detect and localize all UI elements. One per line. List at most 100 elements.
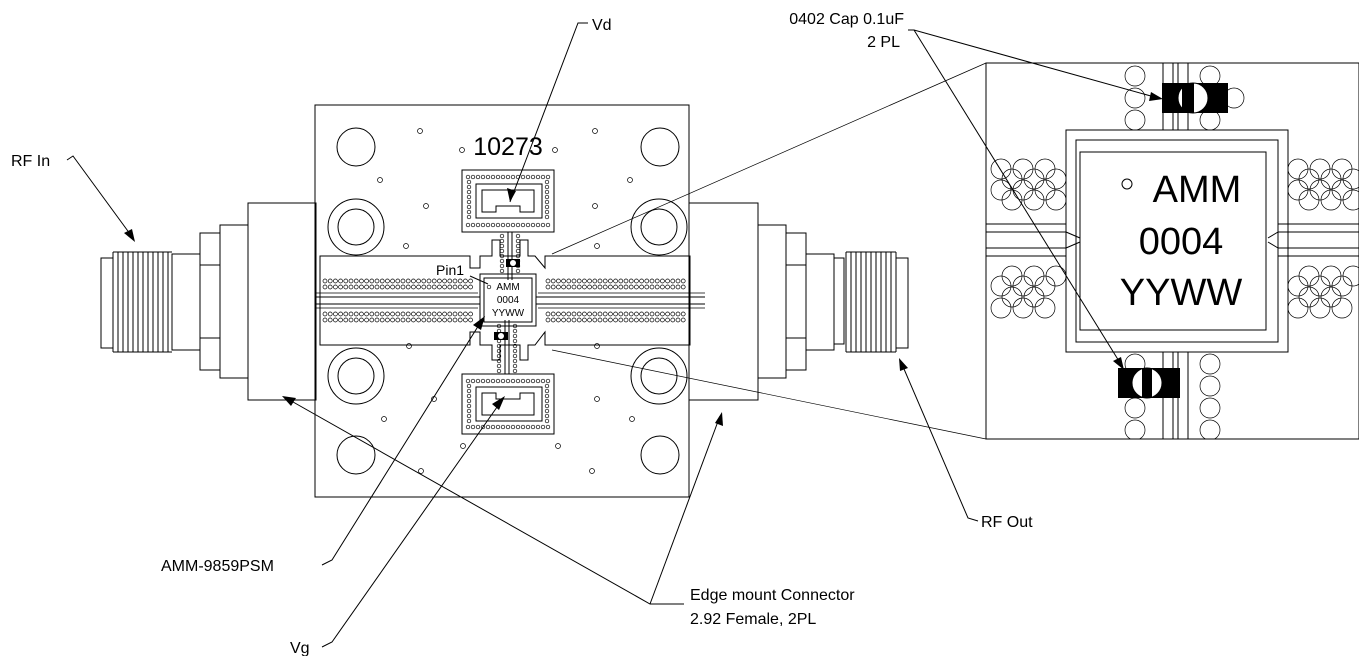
detail-via (1045, 265, 1067, 287)
detail-via (1331, 275, 1353, 297)
via (499, 268, 505, 274)
via (369, 284, 375, 290)
via (540, 378, 546, 384)
via (390, 317, 395, 323)
detail-via (990, 158, 1012, 180)
via (327, 311, 333, 317)
via (400, 284, 406, 290)
via (333, 311, 338, 317)
via (544, 398, 550, 404)
connector-tab (785, 232, 807, 266)
via (369, 317, 375, 323)
via (359, 317, 364, 323)
leader-lines (66, 22, 1163, 648)
vd-pad-vias (465, 174, 551, 228)
via (395, 284, 401, 290)
via (680, 278, 686, 284)
via (654, 311, 660, 317)
via (515, 268, 521, 274)
via (545, 278, 551, 284)
via (500, 174, 506, 180)
via (510, 222, 516, 228)
detail-via (1298, 286, 1320, 308)
via (496, 348, 502, 354)
detail-via (1124, 397, 1146, 419)
via (592, 278, 598, 284)
detail-chip-line3: YYWW (1120, 272, 1243, 314)
via (515, 253, 521, 259)
via (466, 408, 472, 414)
via (525, 378, 531, 384)
via (512, 348, 518, 354)
via (544, 214, 550, 220)
via (544, 408, 550, 414)
right-connector (688, 202, 909, 401)
connector-neck (171, 253, 201, 351)
detail-projection-line (551, 349, 987, 440)
via (395, 317, 401, 323)
via (566, 317, 572, 323)
screw-hole-inner (337, 357, 375, 395)
via (480, 424, 486, 430)
connector-body (219, 224, 249, 379)
detail-via (1298, 168, 1320, 190)
via (530, 424, 536, 430)
via (374, 311, 380, 317)
via (485, 222, 491, 228)
via (556, 317, 561, 323)
rf-in-label: RF In (11, 153, 50, 170)
via (390, 284, 395, 290)
via (426, 278, 432, 284)
via (495, 174, 501, 180)
via (602, 278, 608, 284)
via (359, 278, 364, 284)
chip-small-line1: AMM (496, 282, 519, 293)
via (442, 284, 447, 290)
via (644, 278, 650, 284)
connector-label-line2: 2.92 Female, 2PL (690, 611, 816, 628)
via (623, 317, 629, 323)
via (634, 317, 639, 323)
via (499, 243, 505, 249)
via (576, 284, 582, 290)
via (379, 311, 385, 317)
detail-via (1012, 275, 1034, 297)
via (512, 363, 518, 369)
detail-via (1298, 265, 1320, 287)
via (592, 311, 598, 317)
connector-thread (845, 251, 897, 353)
via (499, 258, 505, 264)
via (512, 353, 518, 359)
connector-neck (805, 253, 835, 351)
via (496, 343, 502, 349)
via (545, 311, 551, 317)
via (353, 278, 359, 284)
mounting-hole (640, 435, 680, 475)
via (466, 184, 472, 190)
via (665, 311, 670, 317)
via (490, 378, 496, 384)
via (457, 284, 463, 290)
callout-labels: Vd 0402 Cap 0.1uF 2 PL RF In RF Out AMM-… (11, 11, 1033, 656)
via (465, 378, 471, 384)
scattered-vias (377, 128, 635, 474)
via (654, 284, 660, 290)
via (416, 317, 421, 323)
connector-leader-right (649, 415, 721, 605)
via (466, 194, 472, 200)
via (582, 317, 587, 323)
vd-pad-inner (475, 183, 543, 219)
via (495, 378, 501, 384)
via (544, 199, 550, 205)
detail-chip-outline (1065, 129, 1289, 353)
via (512, 343, 518, 349)
via (515, 378, 521, 384)
via (437, 284, 442, 290)
via (608, 278, 613, 284)
via (649, 278, 655, 284)
via (545, 284, 551, 290)
via (411, 317, 416, 323)
via (576, 278, 582, 284)
via (525, 222, 531, 228)
left-connector (100, 202, 317, 401)
